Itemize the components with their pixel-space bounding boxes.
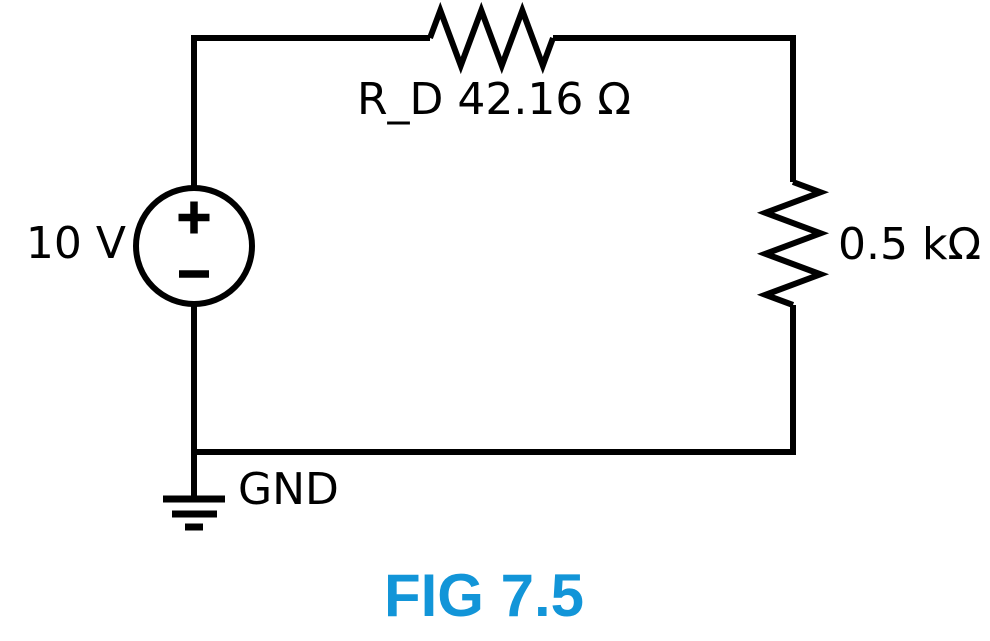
wire-right-bottom (194, 305, 796, 455)
wire-top-right (553, 35, 796, 182)
resistor-load-label: 0.5 kΩ (838, 219, 981, 270)
ground-icon (163, 495, 225, 531)
resistor-rd-zigzag-icon (427, 1, 556, 75)
resistor-load-zigzag-icon (756, 179, 830, 308)
voltage-source-label: 10 V (26, 218, 126, 269)
voltage-source-circle-icon (133, 185, 255, 307)
ground-label: GND (238, 464, 339, 515)
wire-left-top (191, 35, 430, 190)
resistor-rd-label: R_D 42.16 Ω (357, 74, 631, 125)
plus-icon (178, 201, 210, 234)
figure-caption: FIG 7.5 (384, 562, 584, 629)
